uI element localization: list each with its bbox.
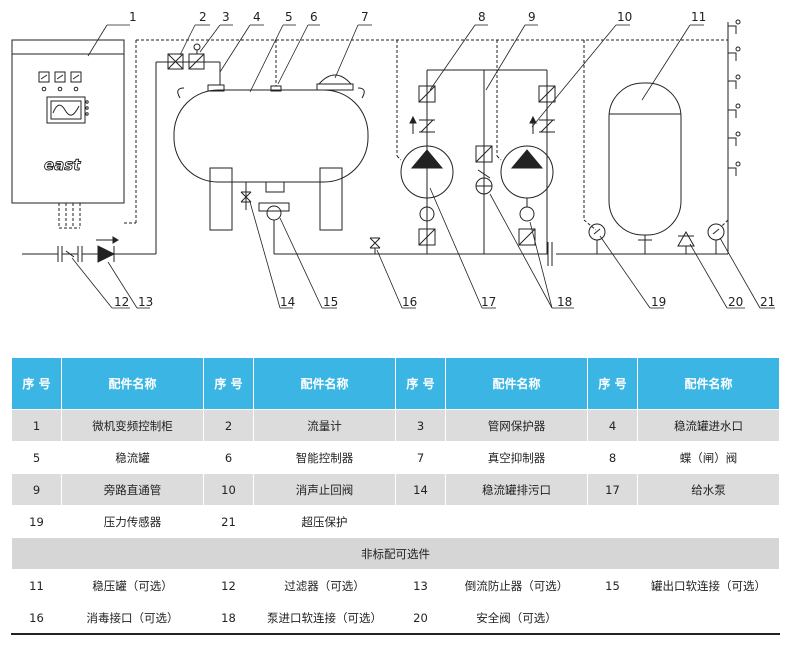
control-cabinet [11,39,137,229]
cell-no: 8 [587,441,638,474]
cell-name: 罐出口软连接（可选） [637,569,780,602]
cell-name: 微机变频控制柜 [61,409,204,442]
callout-13: 13 [138,295,153,309]
parts-table: 序 号 配件名称 序 号 配件名称 序 号 配件名称 序 号 配件名称 1 微机… [11,357,780,635]
cell-name: 智能控制器 [253,441,396,474]
cell-name: 泵进口软连接（可选） [253,601,396,635]
cell-name: 安全阀（可选） [445,601,588,635]
cell-no: 13 [395,569,446,602]
table-row: 9 旁路直通管 10 消声止回阀 14 稳流罐排污口 17 给水泵 [11,473,780,506]
callout-2: 2 [199,10,207,24]
cell-no: 12 [203,569,254,602]
callout-1: 1 [129,10,137,24]
cell-name: 蝶（闸）阀 [637,441,780,474]
cell-no: 4 [587,409,638,442]
cell-no: 18 [203,601,254,635]
cell-name: 稳流罐排污口 [445,473,588,506]
cell-no [395,505,446,538]
cell-no: 11 [11,569,62,602]
table-row: 1 微机变频控制柜 2 流量计 3 管网保护器 4 稳流罐进水口 [11,409,780,442]
outlet-tap-2 [728,46,741,61]
header-no-2: 序 号 [203,357,254,410]
callout-6: 6 [310,10,318,24]
cell-name: 消毒接口（可选） [61,601,204,635]
cell-name: 倒流防止器（可选） [445,569,588,602]
header-name-1: 配件名称 [61,357,204,410]
callout-21: 21 [760,295,775,309]
cell-name: 旁路直通管 [61,473,204,506]
cell-name [637,601,780,635]
cell-name: 过滤器（可选） [253,569,396,602]
cell-no: 7 [395,441,446,474]
optional-section-title: 非标配可选件 [11,537,780,570]
callout-18: 18 [557,295,572,309]
header-no-3: 序 号 [395,357,446,410]
cell-no: 19 [11,505,62,538]
cell-name: 给水泵 [637,473,780,506]
cell-name [445,505,588,538]
header-name-3: 配件名称 [445,357,588,410]
cell-name: 压力传感器 [61,505,204,538]
cell-no: 3 [395,409,446,442]
equipment-schematic: east [11,10,775,309]
cell-no: 2 [203,409,254,442]
cell-no: 9 [11,473,62,506]
cell-no: 16 [11,601,62,635]
cell-name: 管网保护器 [445,409,588,442]
callout-17: 17 [481,295,496,309]
table-row: 5 稳流罐 6 智能控制器 7 真空抑制器 8 蝶（闸）阀 [11,441,780,474]
cell-name: 消声止回阀 [253,473,396,506]
callout-10: 10 [617,10,632,24]
callout-4: 4 [253,10,261,24]
cell-no: 17 [587,473,638,506]
outlet-tap-3 [728,74,741,89]
header-no-4: 序 号 [587,357,638,410]
cell-name: 流量计 [253,409,396,442]
cabinet-brand: east [44,156,81,174]
cell-no: 15 [587,569,638,602]
callout-12: 12 [114,295,129,309]
cell-name: 稳流罐进水口 [637,409,780,442]
callout-7: 7 [361,10,369,24]
callout-9: 9 [528,10,536,24]
header-name-2: 配件名称 [253,357,396,410]
table-row: 16 消毒接口（可选） 18 泵进口软连接（可选） 20 安全阀（可选） [11,601,780,635]
cell-no: 21 [203,505,254,538]
cell-no [587,601,638,635]
table-header-row: 序 号 配件名称 序 号 配件名称 序 号 配件名称 序 号 配件名称 [11,357,780,410]
callout-3: 3 [222,10,230,24]
outlet-tap-5 [728,131,741,146]
callout-14: 14 [280,295,295,309]
cell-name: 稳流罐 [61,441,204,474]
callout-19: 19 [651,295,666,309]
cell-no: 5 [11,441,62,474]
callout-20: 20 [728,295,743,309]
outlet-tap-4 [728,103,741,118]
callout-15: 15 [323,295,338,309]
cell-name: 稳压罐（可选） [61,569,204,602]
cell-name [637,505,780,538]
outlet-tap-6 [728,161,741,176]
callout-11: 11 [691,10,706,24]
table-row: 19 压力传感器 21 超压保护 [11,505,780,538]
callout-numbers: 1 2 3 4 5 6 7 8 9 10 11 12 13 14 15 16 1… [114,10,775,309]
table-row: 11 稳压罐（可选） 12 过滤器（可选） 13 倒流防止器（可选） 15 罐出… [11,569,780,602]
cell-name: 真空抑制器 [445,441,588,474]
cell-no: 10 [203,473,254,506]
cell-no: 6 [203,441,254,474]
callout-leaders [71,24,775,309]
outlet-tap-1 [728,19,741,34]
cell-no: 14 [395,473,446,506]
callout-16: 16 [402,295,417,309]
cell-no: 1 [11,409,62,442]
cell-no [587,505,638,538]
callout-5: 5 [285,10,293,24]
cell-name: 超压保护 [253,505,396,538]
cell-no: 20 [395,601,446,635]
header-name-4: 配件名称 [637,357,780,410]
callout-8: 8 [478,10,486,24]
optional-section-row: 非标配可选件 [11,537,780,570]
header-no-1: 序 号 [11,357,62,410]
